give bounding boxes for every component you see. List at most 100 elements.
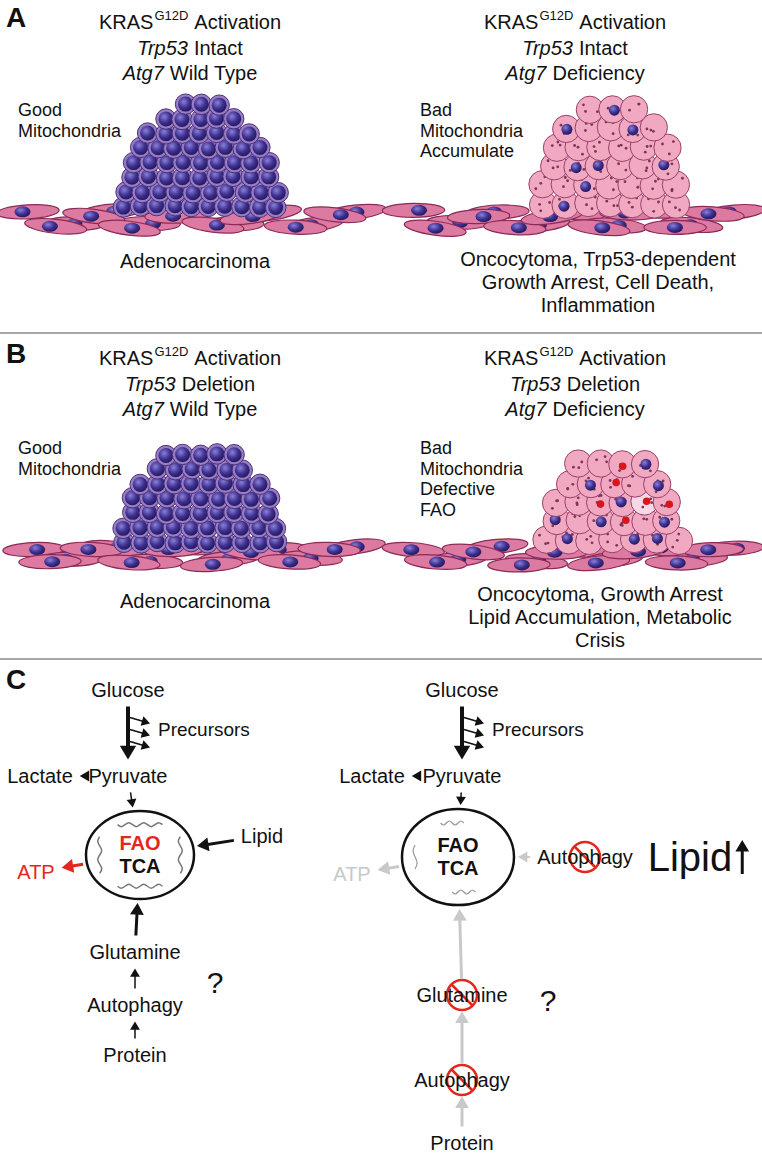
mitochondrion-dot xyxy=(547,542,550,545)
cell-nucleus xyxy=(653,480,664,491)
stroma-nucleus xyxy=(594,222,610,233)
cell-nucleus xyxy=(175,447,190,462)
mitochondrion-dot xyxy=(671,188,674,191)
crista xyxy=(118,884,163,888)
stroma-nucleus xyxy=(80,544,96,555)
annotation-label: ? xyxy=(207,966,224,1001)
flux-arrow xyxy=(456,792,466,805)
flux-arrow xyxy=(518,851,530,862)
cell-nucleus xyxy=(585,480,596,491)
flux-arrow xyxy=(412,770,421,781)
mitochondrion-dot xyxy=(556,165,559,168)
lipid-droplet xyxy=(643,497,651,505)
cell-nucleus xyxy=(193,448,208,463)
annotation-label: Precursors xyxy=(492,719,584,741)
mitochondrion-dot xyxy=(555,499,558,502)
node-text: Lipid xyxy=(241,825,283,848)
crista xyxy=(98,837,102,874)
stroma-nucleus xyxy=(327,544,343,555)
mitochondrion-dot xyxy=(674,206,677,209)
condition-heading: Atg7Deficiency xyxy=(505,62,644,85)
metabolite-node: Lipid xyxy=(237,823,287,850)
cell-nucleus xyxy=(234,521,249,536)
cell-nucleus xyxy=(203,185,218,200)
heading-term: Wild Type xyxy=(170,62,257,85)
arrow-shaft xyxy=(136,912,137,935)
stroma-cell xyxy=(258,553,321,571)
mitochondrion-dot xyxy=(548,201,551,204)
mitochondrion-dot xyxy=(572,466,575,469)
tumor-cell xyxy=(209,95,229,115)
mitochondrion-dot xyxy=(605,200,608,203)
metabolite-node: Glutamine xyxy=(412,982,511,1009)
cell-nucleus xyxy=(561,124,572,135)
mitochondrion-dot xyxy=(636,134,639,137)
lipid-droplet xyxy=(597,500,605,508)
condition-heading: Trp53 Deletion xyxy=(510,373,640,396)
stroma-cell xyxy=(19,554,82,569)
cell-nucleus xyxy=(261,507,276,522)
heading-term: G12D xyxy=(539,344,573,359)
cell-nucleus xyxy=(253,477,268,492)
arrow-head xyxy=(456,797,466,806)
stroma-nucleus xyxy=(667,222,683,233)
mitochondrion-dot xyxy=(646,145,649,148)
stroma-cell xyxy=(264,219,327,236)
stroma-cell xyxy=(442,541,506,562)
node-text: Lipid xyxy=(648,834,733,880)
stroma-cell xyxy=(645,555,708,571)
crista xyxy=(178,837,182,874)
arrow-head xyxy=(475,728,484,737)
mitochondrion-dot xyxy=(605,460,608,463)
mitochondrion-dot xyxy=(606,541,609,544)
flux-arrow xyxy=(62,859,83,873)
mitochondrion-dot xyxy=(677,533,680,536)
node-text: FAO xyxy=(437,834,478,857)
mitochondrion-dot xyxy=(649,469,652,472)
stroma-cell xyxy=(488,558,551,573)
mitochondrion-dot xyxy=(594,150,597,153)
mitochondrion-dot xyxy=(566,179,569,182)
mitochondrion-dot xyxy=(573,144,576,147)
flux-arrow xyxy=(455,1012,469,1064)
stroma-cell xyxy=(303,204,367,225)
condition-heading: Atg7Wild Type xyxy=(123,398,258,421)
tumor-oncocytoma xyxy=(382,96,762,240)
heading-term: KRAS xyxy=(484,11,538,34)
arrow-head xyxy=(412,770,421,781)
heading-term: Trp53 xyxy=(510,373,561,396)
mitochondrion-dot xyxy=(556,141,559,144)
arrow-head xyxy=(141,740,150,749)
arrow-shaft xyxy=(464,742,478,746)
mitochondrion-dot xyxy=(564,176,567,179)
annotation-label: Adenocarcinoma xyxy=(120,250,270,273)
cell-nucleus xyxy=(242,126,257,141)
node-text: Protein xyxy=(103,1044,166,1067)
mitochondrion-dot xyxy=(551,144,554,147)
mitochondrion-dot xyxy=(642,517,645,520)
metabolite-node: Pyruvate xyxy=(419,763,506,790)
mitochondrion-dot xyxy=(638,103,641,106)
node-text: Glutamine xyxy=(416,984,507,1007)
arrow-head xyxy=(453,909,467,921)
mitochondrion-dot xyxy=(625,147,628,150)
condition-heading: Atg7Wild Type xyxy=(123,62,258,85)
stroma-nucleus xyxy=(403,544,419,555)
mitochondrion-dot xyxy=(628,109,631,112)
precursor-branch xyxy=(130,716,150,725)
heading-term: Deletion xyxy=(567,373,640,396)
heading-term: Intact xyxy=(194,37,243,60)
stroma-cell xyxy=(681,204,744,223)
mitochondrion-dot xyxy=(621,524,624,527)
heading-term: Deficiency xyxy=(552,62,644,85)
node-text: Pyruvate xyxy=(423,765,502,788)
mitochondrion-dot xyxy=(584,129,587,132)
stroma-nucleus xyxy=(15,206,31,217)
mitochondrion-dot xyxy=(637,103,640,106)
precursor-branch xyxy=(130,728,150,737)
mitochondrion-dot xyxy=(577,466,580,469)
flux-arrow xyxy=(127,792,137,807)
mitochondrion-dot xyxy=(571,483,574,486)
mitochondrion-dot xyxy=(652,130,655,133)
